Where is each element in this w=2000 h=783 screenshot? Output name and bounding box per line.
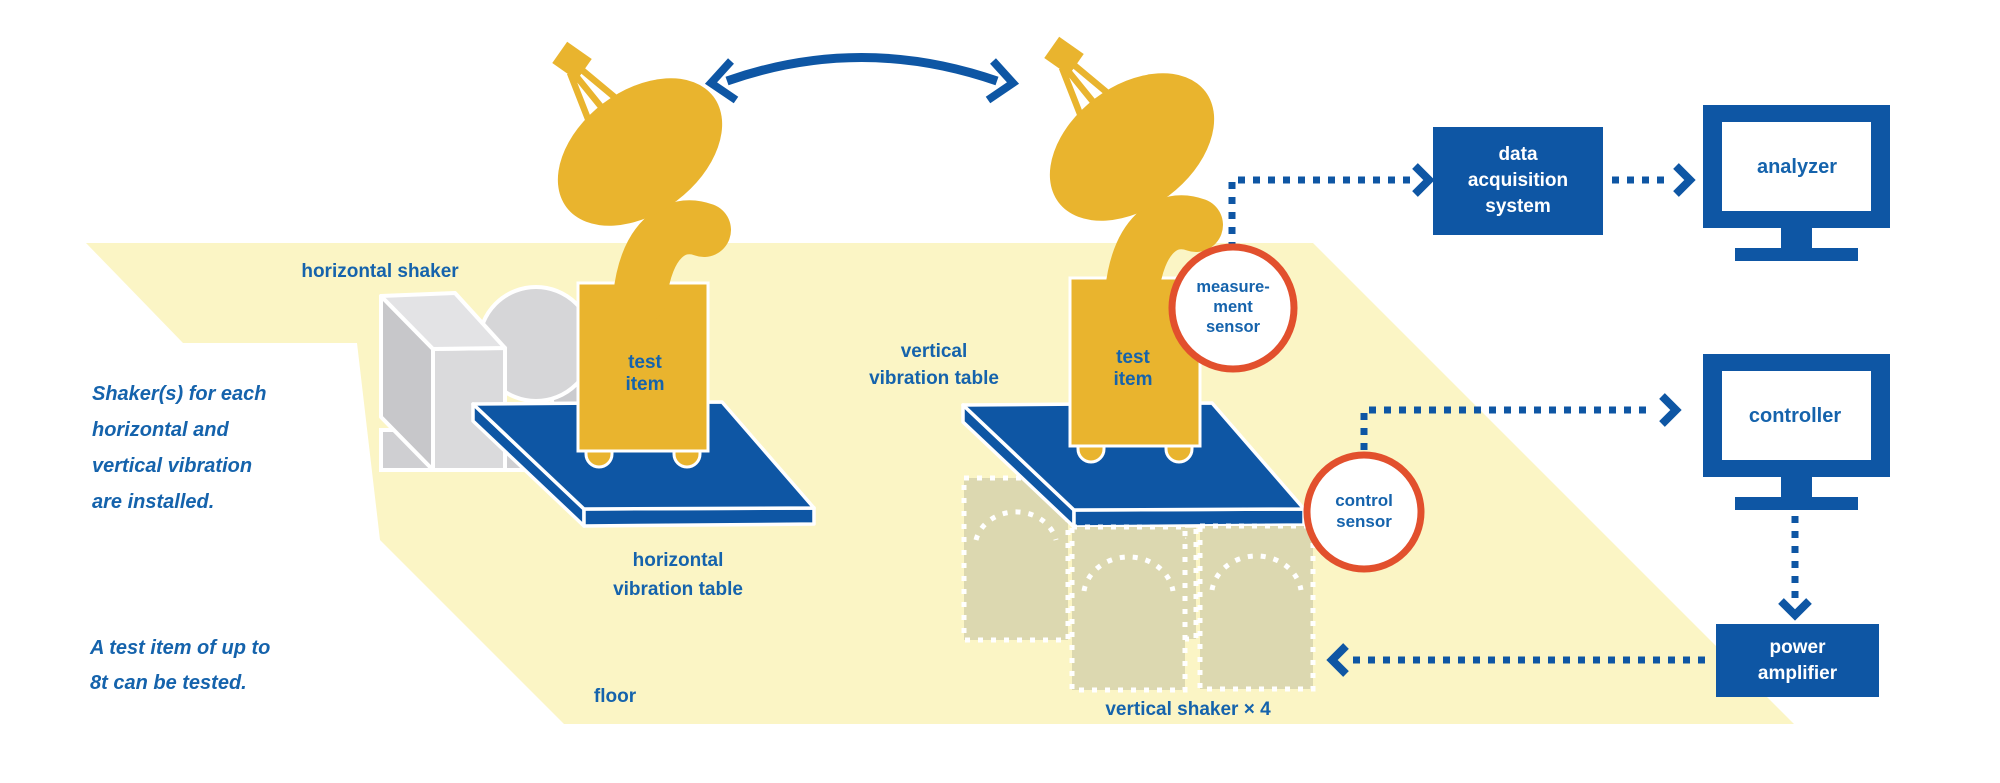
note-line: are installed. (92, 491, 215, 513)
measurement-sensor-label: measure- ment sensor (1178, 277, 1288, 337)
shaker-box (1069, 524, 1188, 693)
vertical-shaker-boxes-front (1069, 523, 1316, 693)
shaker-dome-arc (1081, 554, 1176, 592)
note-line: vertical vibration (92, 455, 253, 477)
note-line: horizontal and (92, 419, 229, 441)
test-item-label-right: test item (1113, 347, 1153, 390)
shaker-dome-arc (1209, 553, 1304, 591)
control-signal-line (1360, 393, 1682, 450)
control-sensor-label: control sensor (1335, 491, 1393, 531)
note-line: A test item of up to (90, 637, 271, 659)
data-acquisition-box (1433, 127, 1603, 235)
controller-label: controller (1748, 405, 1842, 427)
test-item-label-left: test item (625, 352, 665, 395)
note-test-item-capacity: A test item of up to 8t can be tested. (90, 631, 270, 701)
vertical-vibration-table-shape (961, 401, 1306, 529)
shaker-box-top-face (379, 291, 507, 351)
measurement-sensor-circle (1168, 243, 1298, 373)
amplifier-to-shaker-line (1326, 643, 1705, 677)
control-sensor-circle (1303, 451, 1425, 573)
sensor-label-line: measure- (1196, 278, 1270, 296)
shaker-box (1197, 523, 1316, 692)
analyzer-monitor-icon (1703, 105, 1890, 261)
horizontal-vibration-table-shape (471, 400, 816, 528)
power-amplifier-text: power amplifier (1757, 636, 1838, 684)
motion-arc-arrow (704, 53, 1020, 104)
data-acquisition-label: data acquisition system (1433, 127, 1603, 235)
horizontal-vibration-table-label: horizontal vibration table (613, 550, 743, 600)
controller-monitor-icon (1703, 354, 1890, 510)
sensor-label-line: sensor (1205, 318, 1261, 336)
dataacq-to-analyzer-line (1612, 163, 1696, 197)
horizontal-shaker-label: horizontal shaker (301, 261, 459, 282)
note-shakers: Shaker(s) for each horizontal and vertic… (92, 376, 267, 520)
power-amplifier-box (1716, 624, 1879, 697)
floor-label: floor (593, 686, 637, 707)
data-acquisition-text: data acquisition system (1467, 144, 1569, 217)
power-amplifier-label: power amplifier (1716, 624, 1879, 697)
analyzer-label: analyzer (1756, 156, 1838, 178)
vertical-vibration-table-label: vertical vibration table (869, 341, 999, 389)
measurement-signal-line (1228, 163, 1435, 249)
sensor-label-line: ment (1213, 298, 1253, 316)
floor-shape (86, 243, 1794, 724)
shaker-dome-arc (973, 509, 1059, 541)
note-line: Shaker(s) for each (92, 383, 267, 405)
note-line: 8t can be tested. (90, 672, 247, 694)
vertical-shaker-label: vertical shaker × 4 (1105, 699, 1271, 720)
controller-to-amplifier-line (1778, 516, 1812, 621)
